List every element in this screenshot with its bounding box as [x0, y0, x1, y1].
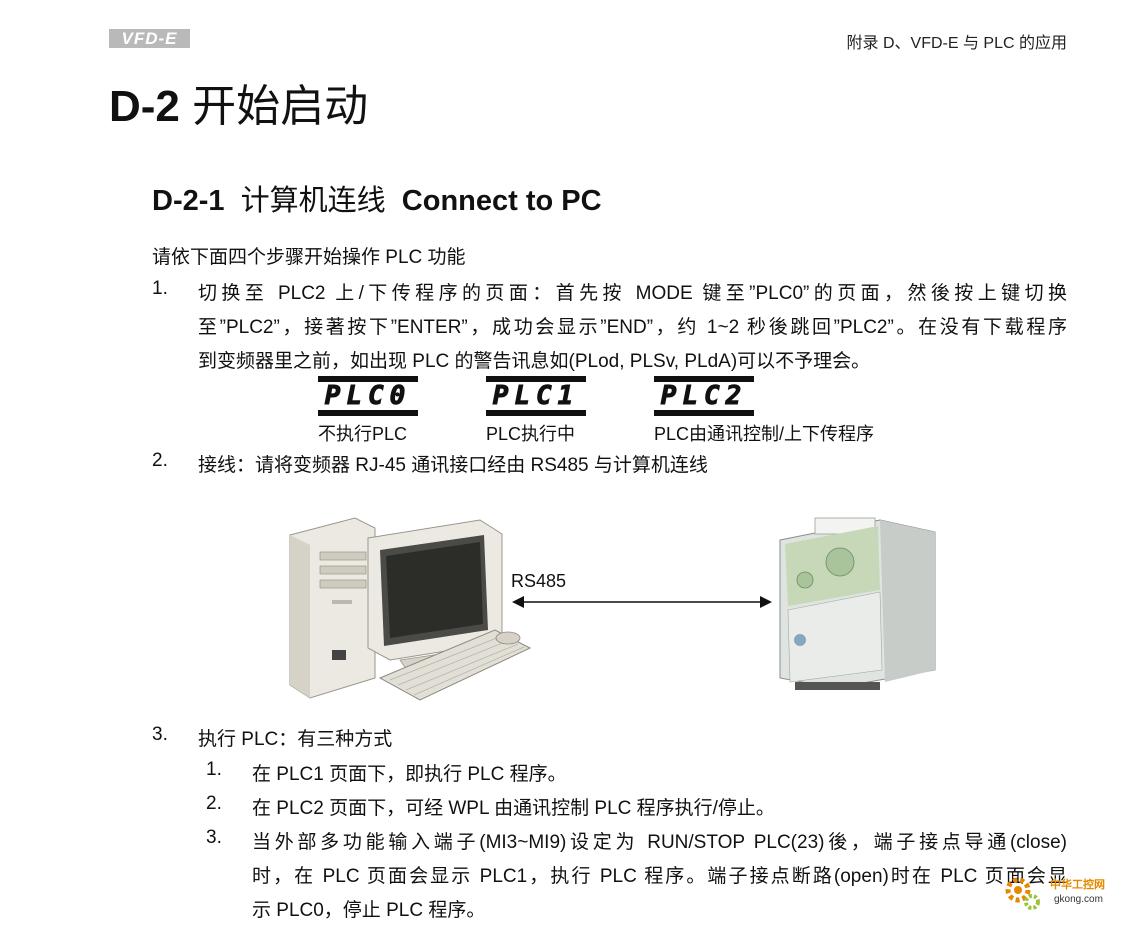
vfd-e-drive-illustration: [779, 517, 936, 690]
lcd-display-plc0: PLC0: [317, 376, 419, 416]
gear-icon: [1005, 877, 1040, 910]
lcd-caption-plc2: PLC由通讯控制/上下传程序: [654, 424, 875, 444]
lcd-code: PLC2: [653, 382, 755, 410]
substep-3-line-3: 示 PLC0，停止 PLC 程序。: [252, 900, 486, 921]
substep-3-number: 3.: [206, 827, 222, 848]
substep-2-number: 2.: [206, 793, 222, 814]
lcd-display-plc1: PLC1: [485, 376, 587, 416]
chapter-title: 开始启动: [192, 82, 369, 131]
lcd-code: PLC1: [485, 382, 587, 410]
substep-3-line-1: 当外部多功能输入端子(MI3~MI9)设定为 RUN/STOP PLC(23)後…: [252, 832, 1067, 853]
rs485-link-arrow: [512, 596, 772, 608]
step-1-line-1: 切换至 PLC2 上/下传程序的页面：首先按 MODE 键至”PLC0”的页面，…: [198, 283, 1067, 304]
section-number: D-2-1: [152, 185, 225, 217]
section-title-en: Connect to PC: [401, 185, 602, 217]
connection-diagram: RS485: [289, 517, 936, 701]
chapter-number: D-2: [109, 82, 180, 131]
gkong-watermark: 中华工控网 gkong.com: [1002, 868, 1130, 918]
lcd-caption-plc1: PLC执行中: [486, 424, 576, 444]
lcd-code: PLC0: [317, 382, 419, 410]
watermark-name: 中华工控网: [1050, 879, 1105, 891]
substep-1-number: 1.: [206, 759, 222, 780]
vfd-e-logo: VFD-E: [109, 29, 190, 48]
intro-text: 请依下面四个步骤开始操作 PLC 功能: [152, 247, 466, 268]
rs485-label: RS485: [511, 571, 566, 591]
watermark-url: gkong.com: [1054, 894, 1103, 905]
substep-1-line-1: 在 PLC1 页面下，即执行 PLC 程序。: [252, 764, 567, 785]
step-2-line-1: 接线：请将变频器 RJ-45 通讯接口经由 RS485 与计算机连线: [198, 455, 708, 476]
step-1-line-3: 到变频器里之前，如出现 PLC 的警告讯息如(PLod, PLSv, PLdA)…: [198, 351, 871, 372]
step-2-number: 2.: [152, 450, 168, 471]
step-3-line-1: 执行 PLC：有三种方式: [198, 729, 393, 750]
crt-monitor-illustration: [367, 519, 503, 673]
section-heading: D-2-1 计算机连线 Connect to PC: [152, 177, 602, 219]
section-title-cn: 计算机连线: [240, 185, 386, 217]
pc-tower-illustration: [289, 517, 376, 699]
chapter-heading: D-2 开始启动: [109, 70, 368, 134]
substep-3-line-2: 时，在 PLC 页面会显示 PLC1，执行 PLC 程序。端子接点断路(open…: [252, 866, 1067, 887]
step-1-line-2: 至”PLC2”，接著按下”ENTER”，成功会显示”END”，约 1~2 秒後跳…: [198, 317, 1067, 338]
lcd-caption-plc0: 不执行PLC: [318, 424, 408, 444]
step-1-number: 1.: [152, 278, 168, 299]
running-title: 附录 D、VFD-E 与 PLC 的应用: [846, 35, 1067, 52]
keyboard-illustration: [378, 629, 532, 701]
lcd-display-plc2: PLC2: [653, 376, 755, 416]
step-3-number: 3.: [152, 724, 168, 745]
substep-2-line-1: 在 PLC2 页面下，可经 WPL 由通讯控制 PLC 程序执行/停止。: [252, 798, 775, 819]
